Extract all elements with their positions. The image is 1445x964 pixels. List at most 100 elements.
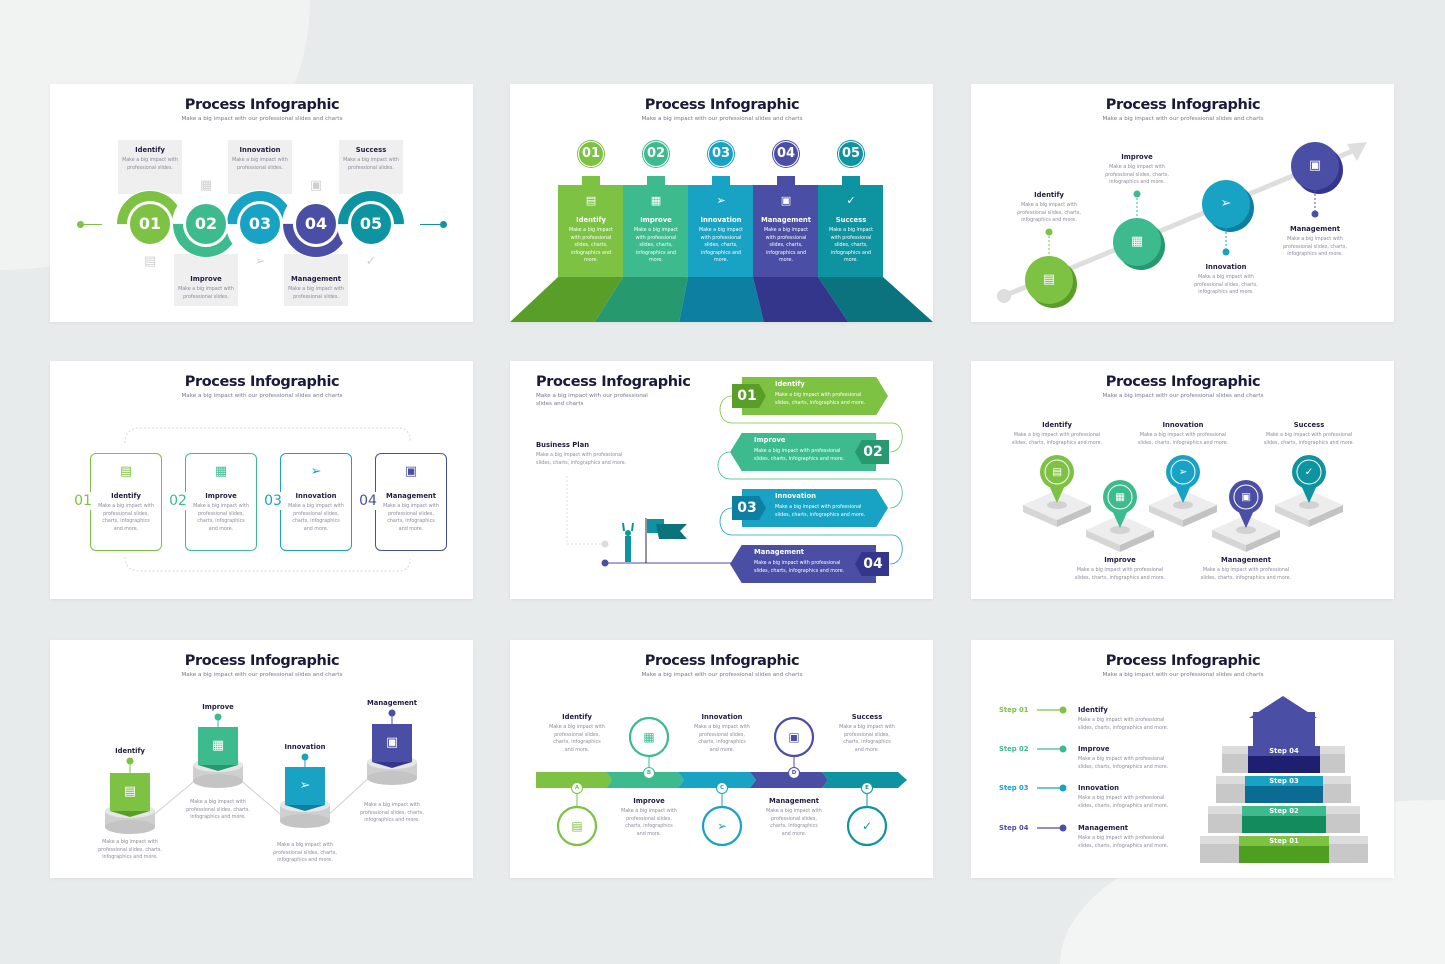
start-dot xyxy=(601,559,609,567)
tile-side xyxy=(1183,505,1217,527)
step-number: 04 xyxy=(776,146,796,161)
step-number: 05 xyxy=(841,146,861,161)
paper-plane-icon: ➢ xyxy=(254,254,266,269)
step-desc: Make a big impact with professional slid… xyxy=(698,228,744,264)
step-number: 04 xyxy=(304,214,328,233)
step-label: Identify xyxy=(1034,191,1064,199)
tile-side xyxy=(1246,530,1280,552)
tile-side xyxy=(1120,530,1154,552)
slide-title: Process Infographic xyxy=(1105,97,1261,113)
stair-step-label: Step 03 xyxy=(1269,777,1299,785)
pin-shadow xyxy=(1236,526,1256,534)
tile-side xyxy=(1057,505,1091,527)
step-desc: Make a big impact with professional slid… xyxy=(568,228,614,264)
step-desc: Make a big impact with professional slid… xyxy=(1078,836,1169,849)
pin-shadow xyxy=(1047,501,1067,509)
step-band xyxy=(1239,836,1329,846)
connector-line xyxy=(324,774,373,819)
step-label: Improve xyxy=(633,797,665,805)
box-icon: ▣ xyxy=(1308,158,1322,173)
document-icon: ▤ xyxy=(143,254,157,269)
step-band-shadow xyxy=(1242,816,1326,833)
step-arrow xyxy=(730,545,876,583)
step-number: 03 xyxy=(248,214,272,233)
slide-subtitle: Make a big impact with our professional … xyxy=(181,672,343,678)
slide-graphics xyxy=(536,716,907,847)
connector-dot xyxy=(1133,190,1141,198)
step-tag: Step 03 xyxy=(999,784,1029,792)
pin-shadow xyxy=(1110,526,1130,534)
step-desc: Make a big impact with professional slid… xyxy=(98,504,154,532)
step-desc: Make a big impact with professional slid… xyxy=(186,800,250,821)
step-label: Management xyxy=(768,797,820,805)
step-label: Success xyxy=(355,146,387,154)
business-plan-label: Business Plan xyxy=(536,441,590,449)
step-desc: Make a big impact with professional slid… xyxy=(754,449,845,462)
step-desc: Make a big impact with professional slid… xyxy=(633,228,679,264)
step-desc: Make a big impact with professional slid… xyxy=(122,158,178,171)
timeline-segment xyxy=(606,772,684,788)
slide-subtitle: Make a big impact with our professional … xyxy=(1102,672,1264,678)
step-label: Success xyxy=(1293,421,1325,429)
document-icon: ▤ xyxy=(119,464,133,479)
step-letter: C xyxy=(719,785,725,791)
image-icon: ▦ xyxy=(1115,490,1125,503)
step-number-circle xyxy=(578,141,604,167)
step-circle xyxy=(1113,218,1161,266)
document-icon: ▤ xyxy=(585,194,597,207)
timeline-start-line xyxy=(80,223,102,225)
slide-graphics xyxy=(1023,455,1343,552)
slide-graphics xyxy=(124,427,411,572)
step-letter: E xyxy=(865,785,869,791)
slide-title: Process Infographic xyxy=(184,374,340,390)
connector-dot xyxy=(214,713,222,721)
arrow-head xyxy=(1347,142,1367,161)
column-tab xyxy=(712,176,730,186)
connector-loop xyxy=(719,507,903,565)
step-arrow xyxy=(730,433,876,471)
connector-loop xyxy=(717,451,903,509)
paper-plane-icon: ➢ xyxy=(716,818,728,833)
timeline-start-dot xyxy=(76,220,84,228)
step-box xyxy=(285,767,325,805)
step-desc: Make a big impact with professional slid… xyxy=(360,803,424,824)
step-number: 04 xyxy=(863,556,883,572)
box-icon: ▣ xyxy=(309,178,323,193)
step-circle xyxy=(556,805,598,847)
letter-badge xyxy=(716,782,728,794)
check-icon: ✓ xyxy=(861,818,873,833)
step-desc: Make a big impact with professional slid… xyxy=(288,287,344,300)
step-desc: Make a big impact with professional slid… xyxy=(1011,433,1103,446)
podium-bottom xyxy=(367,771,417,785)
letter-badge xyxy=(788,767,800,779)
step-desc: Make a big impact with professional slid… xyxy=(775,505,866,518)
pin-shadow xyxy=(1299,501,1319,509)
step-label: Innovation xyxy=(775,492,816,500)
document-icon: ▤ xyxy=(571,818,583,833)
step-number: 03 xyxy=(711,146,731,161)
step-label: Innovation xyxy=(1205,263,1247,271)
tile-side xyxy=(1309,505,1343,527)
arrow-start-dot xyxy=(997,289,1011,303)
step-dot xyxy=(1059,706,1067,714)
path-dot xyxy=(601,540,609,548)
step-number-tag xyxy=(732,496,766,520)
slide-title: Process Infographic xyxy=(1105,653,1261,669)
business-plan-desc: Make a big impact with professional slid… xyxy=(536,453,627,466)
step-desc: Make a big impact with professional slid… xyxy=(1137,433,1229,446)
step-number: 01 xyxy=(138,214,162,233)
floor-segment xyxy=(818,277,933,322)
step-letter: B xyxy=(646,770,652,776)
step-box xyxy=(198,727,238,765)
paper-plane-icon: ➢ xyxy=(716,194,726,207)
step-box xyxy=(280,453,352,551)
